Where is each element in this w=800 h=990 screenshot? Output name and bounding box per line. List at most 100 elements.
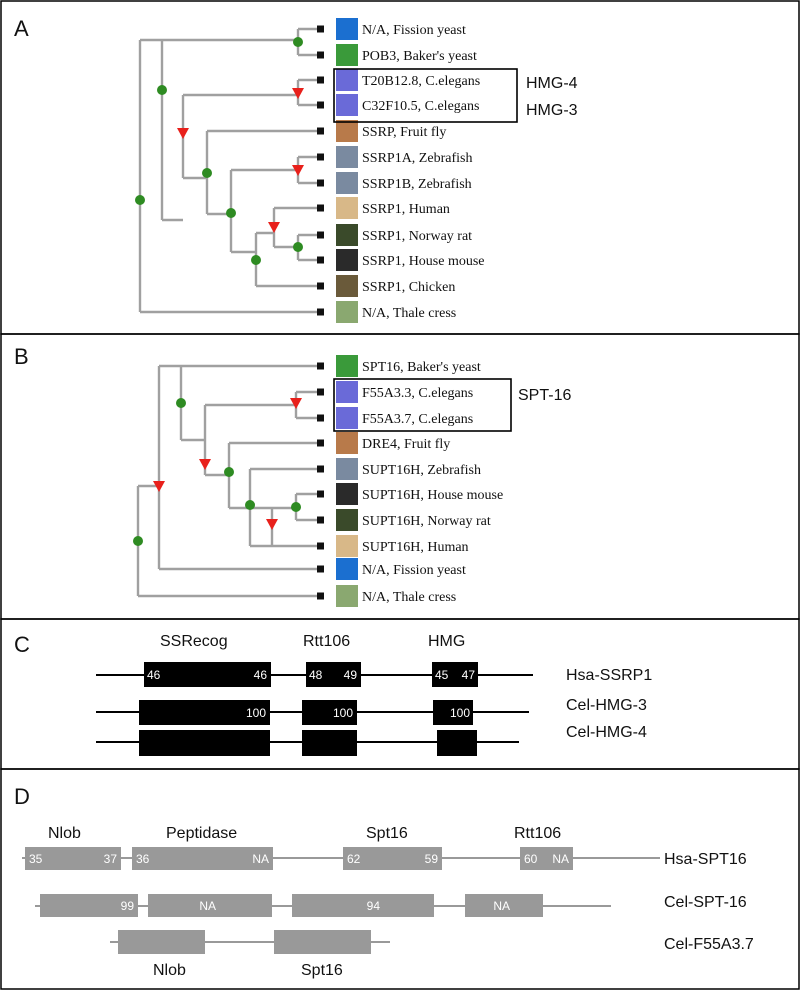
human-icon [336,197,358,219]
domain-rtt106 [306,662,361,687]
domain-peptidase-label: Peptidase [166,825,237,842]
duplication-node [268,222,280,233]
leaf-label: N/A, Thale cress [362,306,456,321]
leaf-label: N/A, Thale cress [362,590,456,605]
tree-leaf: SSRP1, Chicken [317,275,455,297]
leaf-label: SSRP1, Norway rat [362,229,472,244]
zebrafish-icon [336,146,358,168]
identity-value: 100 [333,706,353,720]
c-elegans-icon [336,407,358,429]
protein-label-hsa-ssrp1: Hsa-SSRP1 [566,667,652,684]
leaf-label: SSRP1, Chicken [362,280,455,295]
domain-rtt106-label: Rtt106 [303,633,350,650]
domain-rtt106 [520,847,573,870]
leaf-marker [317,362,324,370]
human-icon [336,535,358,557]
domain-spt16 [274,930,371,954]
tree-leaf: SUPT16H, Norway rat [317,509,491,531]
leaf-marker [317,153,324,161]
identity-value: 100 [450,706,470,720]
domain-hmg [433,700,473,725]
leaf-label: POB3, Baker's yeast [362,49,477,64]
identity-value: 99 [121,899,135,913]
thale-cress-icon [336,585,358,607]
panel-d: D Nlob Peptidase Spt16 Rtt106 35 37 36 N… [14,784,754,979]
norway-rat-icon [336,509,358,531]
leaf-marker [317,231,324,239]
leaf-marker [317,256,324,264]
tree-leaf: N/A, Thale cress [317,301,456,323]
domain-nlob-bottom-label: Nlob [153,962,186,979]
leaf-marker [317,101,324,109]
identity-value: NA [552,852,569,866]
domain-ssrecog [144,662,271,687]
domain-spt16 [292,894,434,917]
protein-label-cel-hmg-4: Cel-HMG-4 [566,724,647,741]
identity-value: 100 [246,706,266,720]
leaf-marker [317,51,324,59]
identity-value: 46 [254,668,268,682]
speciation-node [157,85,167,95]
domain-hmg [437,730,477,756]
tree-leaf: SUPT16H, Human [317,535,469,557]
identity-value: 48 [309,668,323,682]
tree-leaf: SSRP1A, Zebrafish [317,146,472,168]
tree-leaf: SSRP, Fruit fly [317,120,446,142]
domain-hmg [432,662,478,687]
domain-peptidase [132,847,273,870]
tree-leaf: T20B12.8, C.elegans [317,69,480,91]
speciation-node [293,242,303,252]
protein-label-cel-hmg-3: Cel-HMG-3 [566,697,647,714]
leaf-marker [317,542,324,550]
domain-rtt106 [302,730,357,756]
domain-spt16 [343,847,442,870]
protein-label-cel-spt-16: Cel-SPT-16 [664,894,747,911]
protein-label-cel-f55a3-7: Cel-F55A3.7 [664,936,754,953]
tree-leaf: DRE4, Fruit fly [317,432,450,454]
tree-leaf: SUPT16H, House mouse [317,483,503,505]
thale-cress-icon [336,301,358,323]
speciation-node [251,255,261,265]
speciation-node [293,37,303,47]
panel-a: A [14,16,578,323]
duplication-node [292,88,304,99]
tree-leaf: SSRP1, Norway rat [317,224,472,246]
protein-label-hsa-spt16: Hsa-SPT16 [664,851,747,868]
identity-value: NA [199,899,216,913]
c-elegans-icon [336,94,358,116]
domain-nlob [25,847,121,870]
panel-b-tree [133,364,318,598]
leaf-marker [317,282,324,290]
zebrafish-icon [336,458,358,480]
fission-yeast-icon [336,558,358,580]
tree-leaf: SPT16, Baker's yeast [317,355,481,377]
tree-leaf: N/A, Thale cress [317,585,456,607]
speciation-node [135,195,145,205]
bakers-yeast-icon [336,355,358,377]
domain-rtt106 [465,894,543,917]
panel-c: C SSRecog Rtt106 HMG 46 46 48 49 45 47 H… [14,632,652,756]
tree-leaf: N/A, Fission yeast [317,18,466,40]
identity-value: 46 [147,668,161,682]
house-mouse-icon [336,249,358,271]
tree-leaf: F55A3.7, C.elegans [317,407,473,429]
duplication-node [199,459,211,470]
domain-spt16-label: Spt16 [366,825,408,842]
tree-leaf: SSRP1, Human [317,197,450,219]
panel-b: B [14,344,571,607]
domain-spt16-bottom-label: Spt16 [301,962,343,979]
panel-a-tree [135,27,318,314]
tree-leaf: SSRP1, House mouse [317,249,485,271]
bakers-yeast-icon [336,44,358,66]
panel-d-letter: D [14,784,30,809]
leaf-label: SPT16, Baker's yeast [362,360,481,375]
domain-peptidase [148,894,272,917]
leaf-label: SUPT16H, Human [362,540,469,555]
identity-value: 35 [29,852,43,866]
leaf-label: F55A3.3, C.elegans [362,386,473,401]
leaf-label: N/A, Fission yeast [362,563,466,578]
leaf-marker [317,25,324,33]
leaf-marker [317,308,324,316]
leaf-marker [317,127,324,135]
